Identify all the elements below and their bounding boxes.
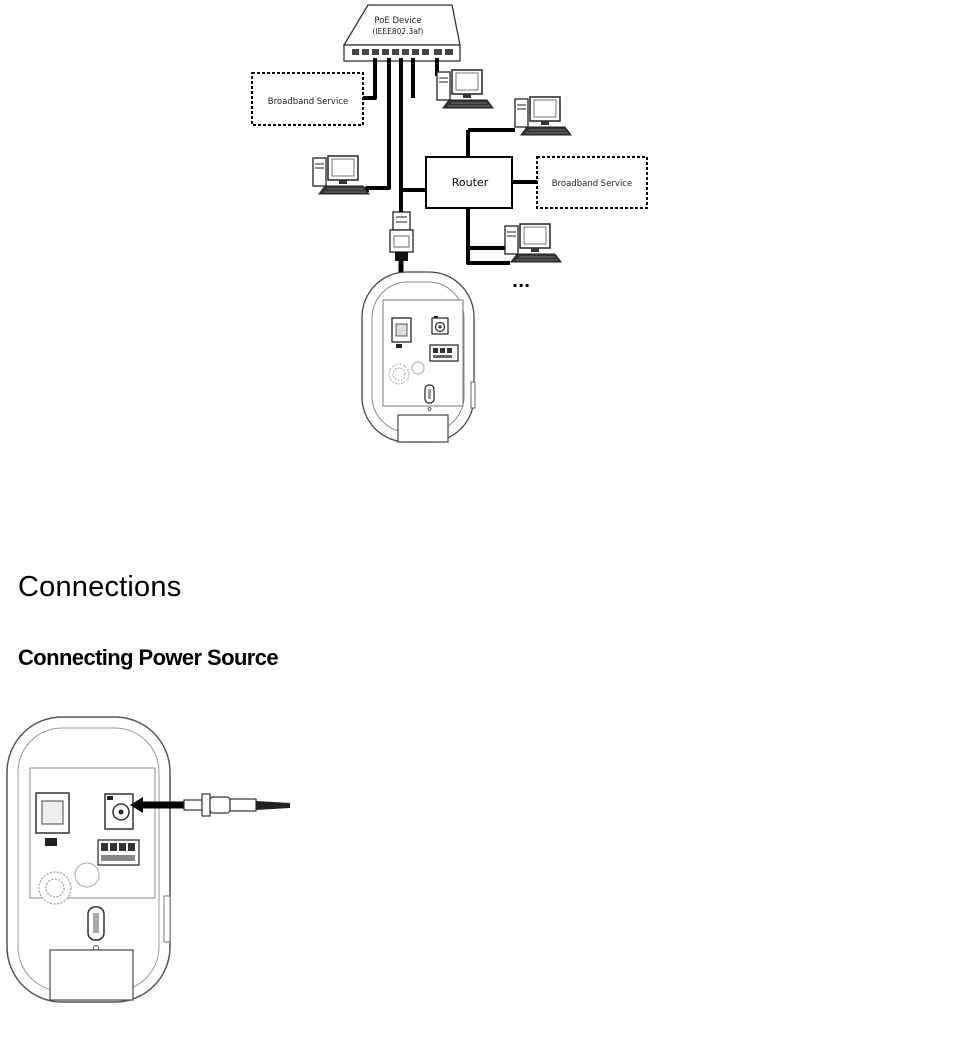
poe-device-label: PoE Device <box>374 16 421 26</box>
computer-icon <box>505 224 561 262</box>
router-label: Router <box>452 176 489 189</box>
subsection-title: Connecting Power Source <box>18 645 278 671</box>
poe-device-standard: (IEEE802.3af) <box>373 27 424 36</box>
camera-back-panel-icon <box>362 272 475 442</box>
poe-device: PoE Device (IEEE802.3af) <box>344 5 460 61</box>
computer-icon <box>437 70 493 108</box>
computer-icon <box>515 97 571 135</box>
poe-network-diagram: PoE Device (IEEE802.3af) Broadband Servi… <box>250 0 650 445</box>
broadband-service-right-label: Broadband Service <box>552 179 632 189</box>
section-title: Connections <box>18 571 181 604</box>
router: Router <box>426 157 512 208</box>
power-source-diagram <box>0 705 310 1005</box>
dc-power-plug-icon <box>184 794 290 816</box>
broadband-service-right: Broadband Service <box>537 157 647 208</box>
rj45-connector-icon <box>390 212 413 261</box>
broadband-service-left-label: Broadband Service <box>268 97 348 107</box>
computer-icon <box>313 156 369 194</box>
camera-back-panel-icon <box>7 717 170 1002</box>
broadband-service-left: Broadband Service <box>252 73 363 125</box>
more-devices-ellipsis: ... <box>512 272 530 291</box>
